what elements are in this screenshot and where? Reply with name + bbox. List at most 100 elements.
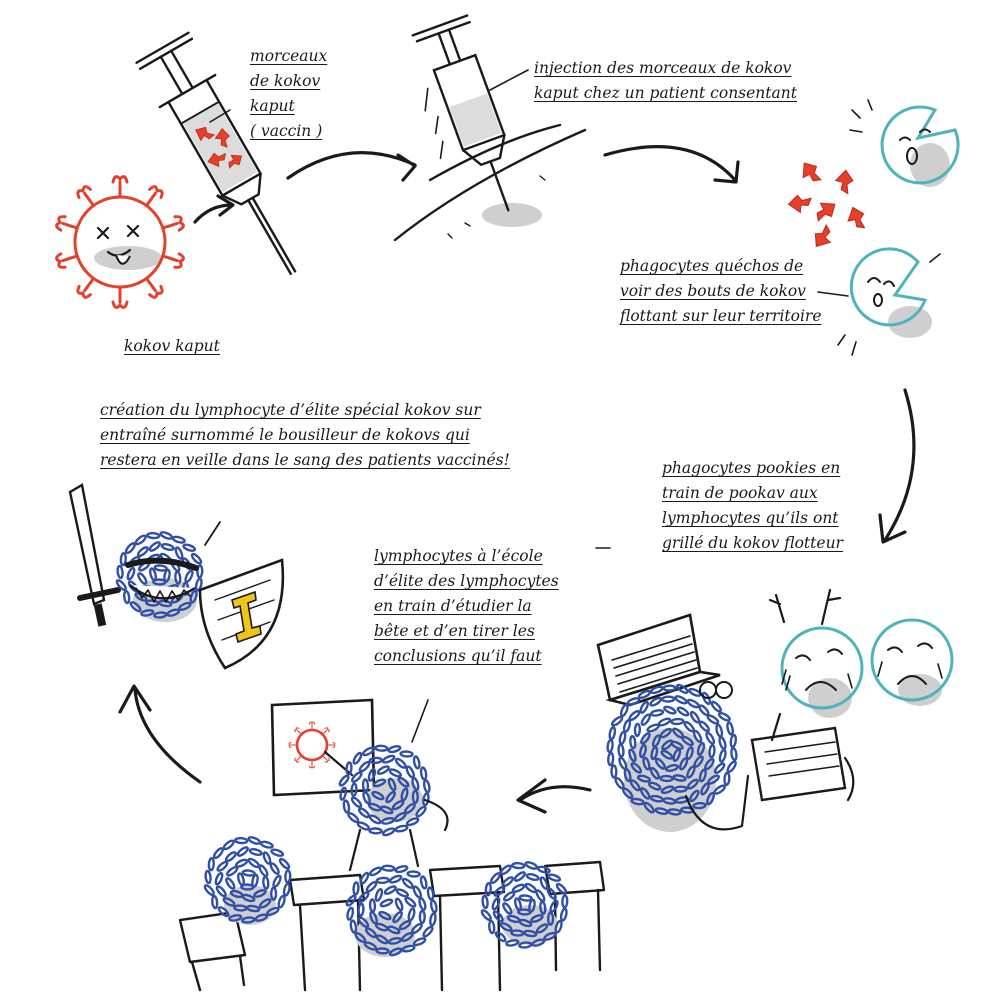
lymphocyte-spot <box>717 735 728 751</box>
lymphocyte-spot <box>123 540 138 556</box>
lymphocyte-spot <box>394 886 410 899</box>
lymphocyte-spot <box>122 589 131 605</box>
lymphocyte-spot <box>703 730 717 746</box>
shield-icon <box>198 558 285 670</box>
lymphocyte-spot <box>145 531 161 540</box>
lymphocyte-spot <box>504 938 520 948</box>
lymphocyte-spot <box>261 850 273 866</box>
lymphocyte-spot <box>697 719 712 734</box>
lymphocyte-spot <box>656 716 673 728</box>
lymphocyte-spot <box>269 847 285 859</box>
lymphocyte-spot <box>621 718 633 734</box>
caption-kokov-kaput: kokov kaput <box>124 334 220 359</box>
lymphocyte-spot <box>419 765 429 782</box>
lymphocyte-spot <box>387 766 403 779</box>
lymphocyte-spot <box>429 898 439 914</box>
lymphocyte-spot <box>241 868 257 878</box>
caption-lymphocyte-school: lymphocytes à l’école d’élite des lympho… <box>374 544 559 669</box>
lymphocyte-spot <box>722 771 731 787</box>
lymphocyte-icon <box>605 681 750 832</box>
lymphocyte-spot <box>716 710 732 724</box>
lymphocyte-spot <box>422 778 432 794</box>
lymphocyte-spot <box>368 827 383 835</box>
lymphocyte-spot <box>233 836 249 845</box>
lymphocyte-spot <box>351 881 361 896</box>
lymphocyte-spot <box>348 918 358 935</box>
sword-icon <box>68 483 121 627</box>
arrow-icon <box>118 684 202 784</box>
caption-vaccine: morceaux de kokov kaput ( vaccin ) <box>250 44 327 144</box>
lymphocyte-spot <box>605 738 615 754</box>
lymphocyte-spot <box>189 551 204 566</box>
lymphocyte-icon <box>114 521 221 622</box>
lymphocyte-spot <box>725 759 739 775</box>
lymphocyte-spot <box>356 902 366 918</box>
lymphocyte-spot <box>381 825 397 838</box>
lymphocyte-spot <box>404 764 417 780</box>
lymphocyte-spot <box>368 898 377 913</box>
lymphocyte-spot <box>375 763 391 777</box>
lymphocyte-spot <box>546 872 562 884</box>
arrow-icon <box>878 388 916 544</box>
lymphocyte-spot <box>400 876 416 891</box>
caption-line: lymphocytes à l’école <box>374 547 543 565</box>
lymphocyte-spot <box>418 874 429 890</box>
lymphocyte-icon <box>479 859 569 950</box>
lymphocyte-spot <box>705 712 721 727</box>
lymphocyte-spot <box>367 865 384 878</box>
lymphocyte-spot <box>717 748 728 764</box>
caption-line: d’élite des lymphocytes <box>374 572 559 590</box>
lymphocyte-spot <box>411 935 428 948</box>
phagocyte-icon <box>870 618 954 706</box>
caption-phagocytes-tell: phagocytes pookies en train de pookav au… <box>662 456 843 556</box>
lymphocyte-spot <box>685 697 701 710</box>
lymphocyte-spot <box>214 884 229 899</box>
virus-poster-icon <box>270 698 376 797</box>
lymphocyte-spot <box>488 870 503 886</box>
lymphocyte-spot <box>223 849 239 864</box>
caption-line: création du lymphocyte d’élite spécial k… <box>100 401 481 419</box>
lymphocyte-spot <box>378 897 395 909</box>
caption-line: restera en veille dans le sang des patie… <box>100 451 510 469</box>
lymphocyte-spot <box>649 708 665 718</box>
caption-line: injection des morceaux de kokov <box>534 59 792 77</box>
caption-phagocytes-shocked: phagocytes quéchos de voir des bouts de … <box>620 254 822 329</box>
lymphocyte-spot <box>560 894 569 909</box>
lymphocyte-spot <box>729 746 739 762</box>
lymphocyte-spot <box>153 563 169 573</box>
caption-line: train de pookav aux <box>662 484 818 502</box>
lymphocyte-spot <box>512 869 528 884</box>
lymphocyte-spot <box>375 876 391 885</box>
lymphocyte-spot <box>215 859 230 874</box>
lymphocyte-spot <box>135 571 149 586</box>
lymphocyte-spot <box>725 720 735 737</box>
lymphocyte-spot <box>158 529 174 542</box>
lymphocyte-spot <box>558 907 569 923</box>
caption-line: de kokov <box>250 72 321 90</box>
syringe-icon <box>135 31 297 276</box>
caption-line: voir des bouts de kokov <box>620 282 806 300</box>
lymphocyte-spot <box>373 744 389 753</box>
lymphocyte-spot <box>728 733 738 749</box>
lymphocyte-spot <box>609 714 625 728</box>
lymphocyte-spot <box>500 901 514 916</box>
injected-syringe-icon <box>411 14 510 212</box>
dead-virus-icon <box>54 175 186 309</box>
lymphocyte-spot <box>182 568 196 584</box>
lymphocyte-spot <box>688 709 702 725</box>
lymphocyte-spot <box>349 795 364 810</box>
lymphocyte-spot <box>487 919 496 935</box>
lymphocyte-spot <box>268 861 282 877</box>
lymphocyte-spot <box>393 864 410 875</box>
lymphocyte-spot <box>173 570 183 586</box>
lymphocyte-spot <box>637 699 651 715</box>
lymphocyte-spot <box>181 542 197 554</box>
lymphocyte-spot <box>380 864 396 873</box>
lymphocyte-spot <box>283 869 292 884</box>
lymphocyte-spot <box>510 861 526 870</box>
lymphocyte-spot <box>712 761 727 776</box>
lymphocyte-spot <box>386 744 403 755</box>
lymphocyte-spot <box>277 856 292 871</box>
lymphocyte-spot <box>406 906 417 923</box>
